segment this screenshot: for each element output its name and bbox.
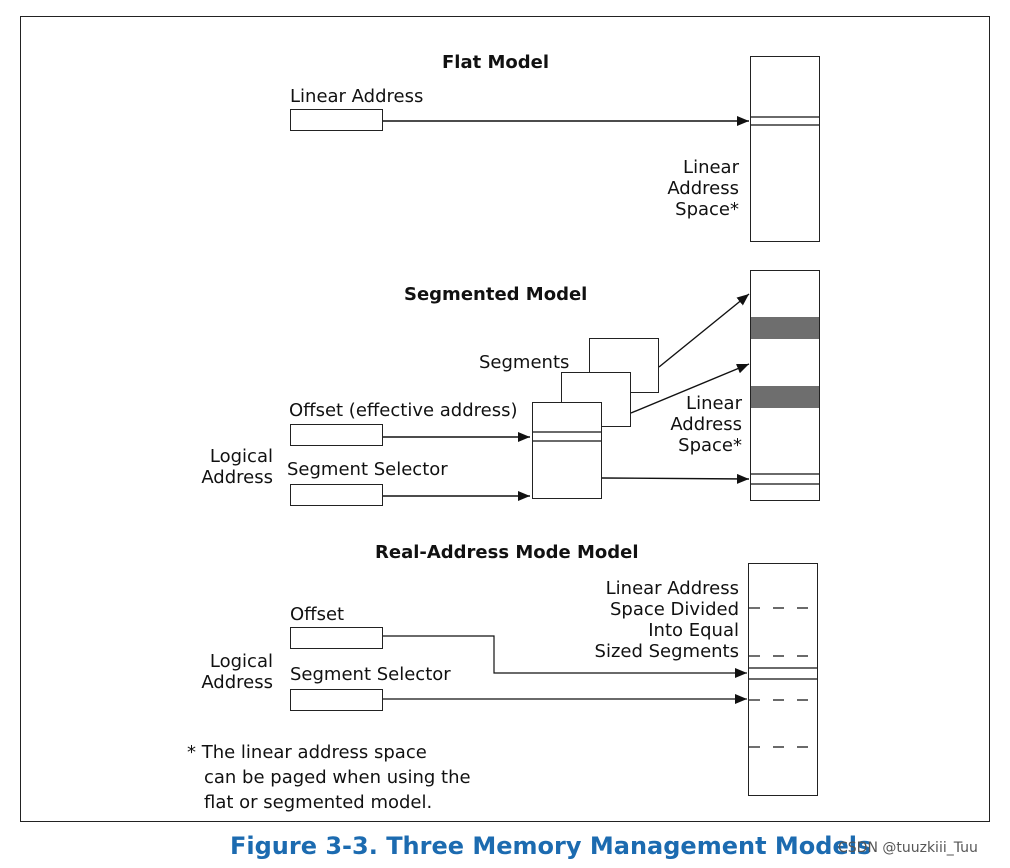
real-space-label-line1: Linear Address [605,578,739,599]
footnote-line3: flat or segmented model. [204,792,433,813]
segmented-logical-label-line1: Logical [209,446,273,467]
flat-space-label-line2: Address [667,178,739,199]
segmented-logical-label-line2: Address [201,467,273,488]
segmented-space-label-line2: Address [670,414,742,435]
real-mode-title: Real-Address Mode Model [375,542,639,563]
segment-back-arrow [658,293,750,368]
segment-middle-arrow [630,363,750,414]
segmented-selector-label: Segment Selector [287,459,448,480]
segmented-space-label-line1: Linear [686,393,742,414]
segmented-offset-box [290,424,383,446]
segment-box-front [532,402,602,499]
real-space-label-line2: Space Divided [609,599,739,620]
real-logical-label-line1: Logical [209,651,273,672]
real-space-label-line4: Sized Segments [594,641,739,662]
flat-linear-address-label: Linear Address [290,86,424,107]
real-offset-box [290,627,383,649]
segmented-linear-address-space [750,270,820,501]
segmented-offset-label: Offset (effective address) [289,400,518,421]
footnote-line2: can be paged when using the [204,767,471,788]
real-space-label-line3: Into Equal [648,620,739,641]
flat-linear-address-box [290,109,383,131]
real-offset-label: Offset [290,604,345,625]
flat-space-label-line1: Linear [683,157,739,178]
segments-label: Segments [479,352,570,373]
footnote-line1: * The linear address space [187,742,427,763]
figure-frame [20,16,990,822]
segment-front-arrow [601,473,750,484]
segment-region-1 [751,317,819,339]
segmented-space-label-line3: Space* [678,435,742,456]
real-logical-label-line2: Address [201,672,273,693]
segmented-selector-box [290,484,383,506]
segment-region-2 [751,386,819,408]
real-selector-label: Segment Selector [290,664,451,685]
figure-caption: Figure 3-3. Three Memory Management Mode… [230,832,872,860]
flat-model-title: Flat Model [442,52,550,73]
segmented-model-title: Segmented Model [404,284,588,305]
flat-space-label-line3: Space* [675,199,739,220]
real-selector-box [290,689,383,711]
real-offset-arrow [383,635,747,678]
flat-linear-address-space [750,56,820,242]
watermark: CSDN @tuuzkiii_Tuu [838,840,978,856]
